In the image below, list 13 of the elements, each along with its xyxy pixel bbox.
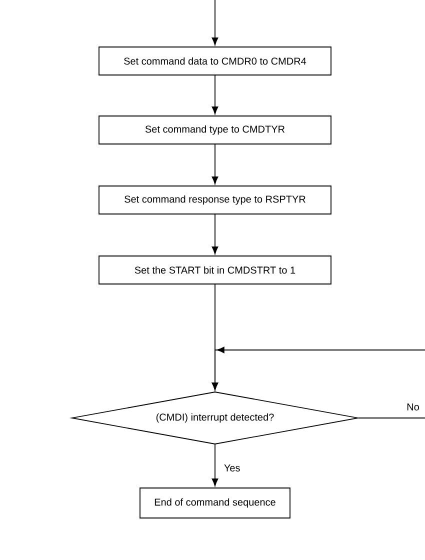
process-box: Set the START bit in CMDSTRT to 1 [98,256,332,284]
arrow [212,144,218,184]
arrow [212,214,218,254]
process-box: Set command response type to RSPTYR [98,186,332,214]
edge-label: Yes [222,463,242,473]
arrow [212,75,218,114]
edge-label: No [405,402,421,412]
arrow [212,346,425,390]
process-box: Set command type to CMDTYR [98,116,332,144]
process-box: Set command data to CMDR0 to CMDR4 [98,46,332,76]
arrow [212,0,218,46]
process-box: End of command sequence [140,488,290,518]
arrow [212,444,218,486]
